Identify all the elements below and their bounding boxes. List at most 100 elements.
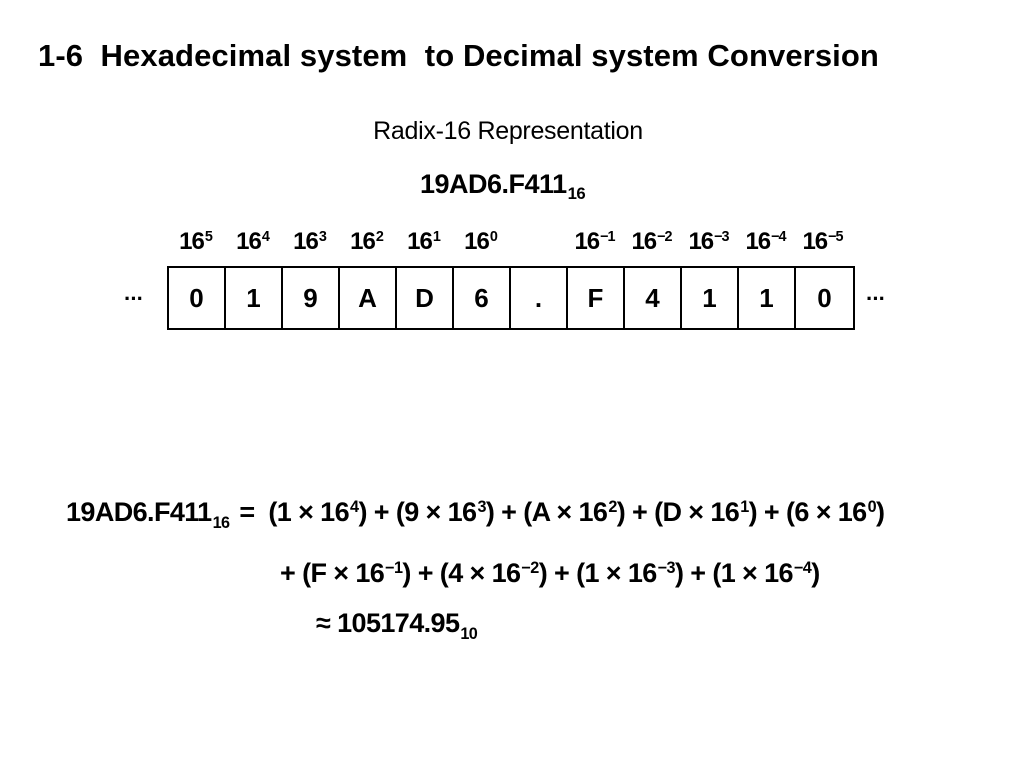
- digit-cell: 4: [625, 268, 682, 328]
- term-exponent: 2: [608, 498, 617, 517]
- place-value-label: 162: [338, 228, 395, 256]
- place-value-label: 16−1: [566, 228, 623, 256]
- place-value-label: 16−4: [737, 228, 794, 256]
- term-prefix: + (F × 16: [280, 558, 385, 588]
- place-value-exponent: 3: [318, 229, 327, 246]
- equation-result-base: 10: [460, 625, 478, 644]
- place-value-exponent: 0: [489, 229, 498, 246]
- equation-line-1-terms: (1 × 164) + (9 × 163) + (A × 162) + (D ×…: [268, 497, 885, 527]
- digit-cell: 1: [739, 268, 796, 328]
- place-value-base: 16: [631, 228, 657, 255]
- term-exponent: 4: [350, 498, 359, 517]
- term-prefix: + (6 × 16: [757, 497, 867, 527]
- term-exponent: −3: [657, 559, 676, 578]
- place-value-base: 16: [802, 228, 828, 255]
- term-suffix: ): [402, 558, 411, 588]
- term-suffix: ): [811, 558, 820, 588]
- place-value-base: 16: [293, 228, 319, 255]
- place-value-exponent: −5: [828, 229, 843, 246]
- slide-title: 1-6 Hexadecimal system to Decimal system…: [38, 38, 879, 73]
- term-prefix: + (1 × 16: [683, 558, 793, 588]
- equation-term: + (4 × 16−2): [410, 558, 548, 588]
- term-prefix: + (D × 16: [625, 497, 740, 527]
- place-value-base: 16: [688, 228, 714, 255]
- place-value-label: 16−3: [680, 228, 737, 256]
- term-exponent: 3: [477, 498, 486, 517]
- place-value-base: 16: [464, 228, 490, 255]
- term-suffix: ): [485, 497, 495, 527]
- place-value-exponent: −1: [600, 229, 615, 246]
- equation-line-2: + (F × 16−1) + (4 × 16−2) + (1 × 16−3) +…: [280, 558, 820, 589]
- term-exponent: −1: [385, 559, 403, 578]
- equation-term: + (F × 16−1): [280, 558, 411, 588]
- term-exponent: 0: [867, 498, 877, 517]
- term-exponent: −4: [793, 559, 812, 578]
- term-exponent: 1: [740, 498, 749, 517]
- term-prefix: (1 × 16: [268, 497, 350, 527]
- place-value-label: 16−5: [794, 228, 851, 256]
- place-value-exponent: 5: [204, 229, 213, 246]
- digit-cell: A: [340, 268, 397, 328]
- ellipsis-left: ···: [124, 286, 144, 311]
- digit-cell: 1: [682, 268, 739, 328]
- place-value-exponent: 4: [261, 229, 270, 246]
- place-value-exponent: 2: [375, 229, 384, 246]
- place-value-base: 16: [179, 228, 205, 255]
- figure-caption: Radix-16 Representation: [0, 117, 1024, 146]
- equals-sign: =: [239, 497, 269, 527]
- equation-term: + (D × 161): [625, 497, 758, 527]
- digit-cell: 1: [226, 268, 283, 328]
- place-value-exponent: −4: [771, 229, 786, 246]
- term-suffix: ): [538, 558, 548, 588]
- equation-term: + (1 × 16−4): [683, 558, 820, 588]
- term-prefix: + (4 × 16: [410, 558, 521, 588]
- digit-cell: 9: [283, 268, 340, 328]
- place-value-label: 160: [452, 228, 509, 256]
- term-exponent: −2: [521, 559, 539, 578]
- place-value-base: 16: [350, 228, 376, 255]
- equation-term: (1 × 164): [268, 497, 367, 527]
- place-value-base: 16: [574, 228, 600, 255]
- equation-result: 105174.95: [337, 608, 460, 638]
- place-value-exponent: −3: [714, 229, 729, 246]
- term-suffix: ): [358, 497, 367, 527]
- digit-cell: 0: [817, 282, 832, 313]
- digit-cell: 6: [454, 268, 511, 328]
- place-value-exponent: −2: [657, 229, 672, 246]
- digit-cell: 0: [169, 268, 226, 328]
- place-value-label: 165: [167, 228, 224, 256]
- place-value-base: 16: [407, 228, 433, 255]
- figure-number-base: 16: [567, 183, 586, 203]
- figure-caption-text: Radix-16 Representation: [373, 117, 643, 145]
- term-suffix: ): [616, 497, 626, 527]
- term-prefix: + (1 × 16: [547, 558, 657, 588]
- place-value-label: 163: [281, 228, 338, 256]
- equation-lhs-base: 16: [212, 514, 230, 533]
- place-value-label: 161: [395, 228, 452, 256]
- approx-symbol: ≈: [316, 608, 331, 638]
- place-value-base: 16: [236, 228, 262, 255]
- place-value-label: 16−2: [623, 228, 680, 256]
- term-prefix: + (A × 16: [494, 497, 608, 527]
- radix-point-cell: .: [511, 268, 568, 328]
- equation-line-3: ≈ 105174.9510: [316, 608, 478, 643]
- term-suffix: ): [748, 497, 758, 527]
- ellipsis-right: ···: [866, 286, 886, 311]
- equation-term: + (A × 162): [494, 497, 626, 527]
- equation-term: + (1 × 16−3): [547, 558, 684, 588]
- equation-term: + (9 × 163): [366, 497, 495, 527]
- digit-cell: F: [568, 268, 625, 328]
- term-suffix: ): [674, 558, 684, 588]
- equation-line-1: 19AD6.F41116 = (1 × 164) + (9 × 163) + (A…: [66, 497, 885, 532]
- figure-number-value: 19AD6.F411: [420, 169, 567, 199]
- digit-cell: D: [397, 268, 454, 328]
- equation-lhs: 19AD6.F41116: [66, 497, 230, 532]
- term-suffix: ): [876, 497, 885, 527]
- place-value-label: 164: [224, 228, 281, 256]
- place-value-exponent: 1: [432, 229, 441, 246]
- place-value-base: 16: [745, 228, 771, 255]
- term-prefix: + (9 × 16: [366, 497, 477, 527]
- figure-number: 19AD6.F41116: [420, 169, 586, 203]
